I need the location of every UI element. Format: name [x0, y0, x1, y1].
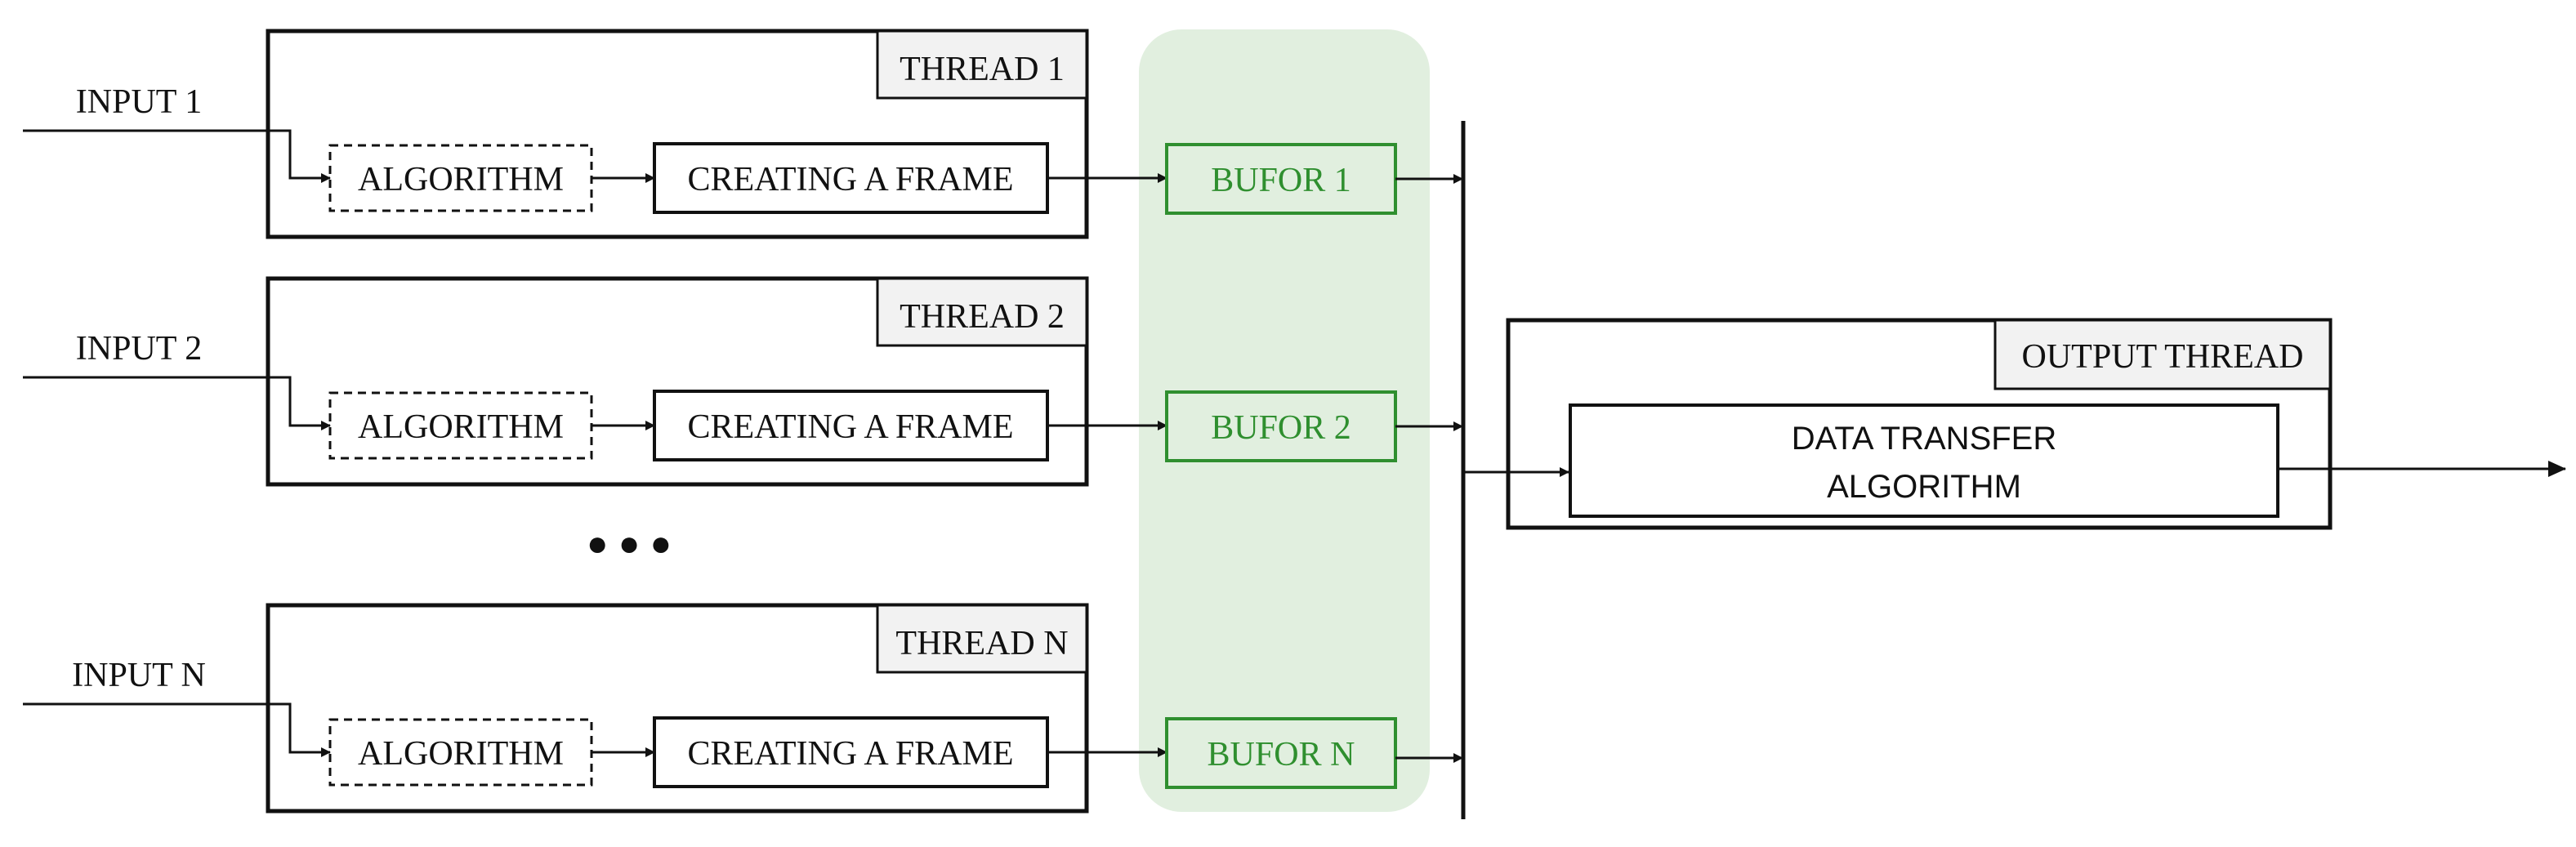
buffer-label: BUFOR 2 — [1211, 409, 1351, 447]
ellipsis-dots: ● ● ● — [587, 524, 672, 564]
frame-label: CREATING A FRAME — [687, 161, 1013, 198]
input-line — [23, 129, 331, 183]
output-thread-label-box — [1993, 319, 2332, 390]
buffer-box — [1165, 717, 1397, 789]
data-transfer-algorithm-box — [1569, 403, 2279, 518]
data-transfer-algorithm-line2: ALGORITHM — [1827, 469, 2021, 505]
output-thread: OUTPUT THREAD DATA TRANSFER ALGORITHM — [1506, 318, 2566, 530]
algorithm-label: ALGORITHM — [358, 735, 564, 773]
thread-box — [266, 603, 1089, 814]
input-line — [23, 376, 331, 430]
frame-label: CREATING A FRAME — [687, 735, 1013, 773]
buffer-label: BUFOR 1 — [1211, 162, 1351, 199]
data-transfer-algorithm-line1: DATA TRANSFER — [1792, 421, 2057, 457]
thread-label-box — [876, 277, 1088, 347]
input-line — [23, 702, 331, 757]
thread-label: THREAD N — [895, 625, 1068, 662]
algorithm-label: ALGORITHM — [358, 408, 564, 446]
input-label: INPUT N — [72, 657, 206, 694]
thread-box — [266, 276, 1089, 487]
input-label: INPUT 1 — [76, 83, 202, 121]
buffer-label: BUFOR N — [1208, 736, 1355, 773]
algorithm-label: ALGORITHM — [358, 161, 564, 198]
thread-label: THREAD 1 — [900, 51, 1065, 88]
pipeline-row-n: INPUT N THREAD N ALGORITHM CREATING A FR… — [23, 603, 1463, 814]
output-thread-label: OUTPUT THREAD — [2022, 338, 2304, 376]
pipeline-row-2: INPUT 2 THREAD 2 ALGORITHM CREATING A FR… — [23, 276, 1463, 487]
thread-label: THREAD 2 — [900, 298, 1065, 336]
thread-label-box — [876, 29, 1088, 100]
frame-label: CREATING A FRAME — [687, 408, 1013, 446]
buffer-zone — [1139, 29, 1430, 812]
thread-box — [266, 29, 1089, 239]
input-label: INPUT 2 — [76, 330, 202, 368]
thread-label-box — [876, 604, 1088, 674]
pipeline-row-1: INPUT 1 THREAD 1 ALGORITHM CREATING A FR… — [23, 29, 1463, 239]
output-thread-box — [1506, 318, 2333, 530]
